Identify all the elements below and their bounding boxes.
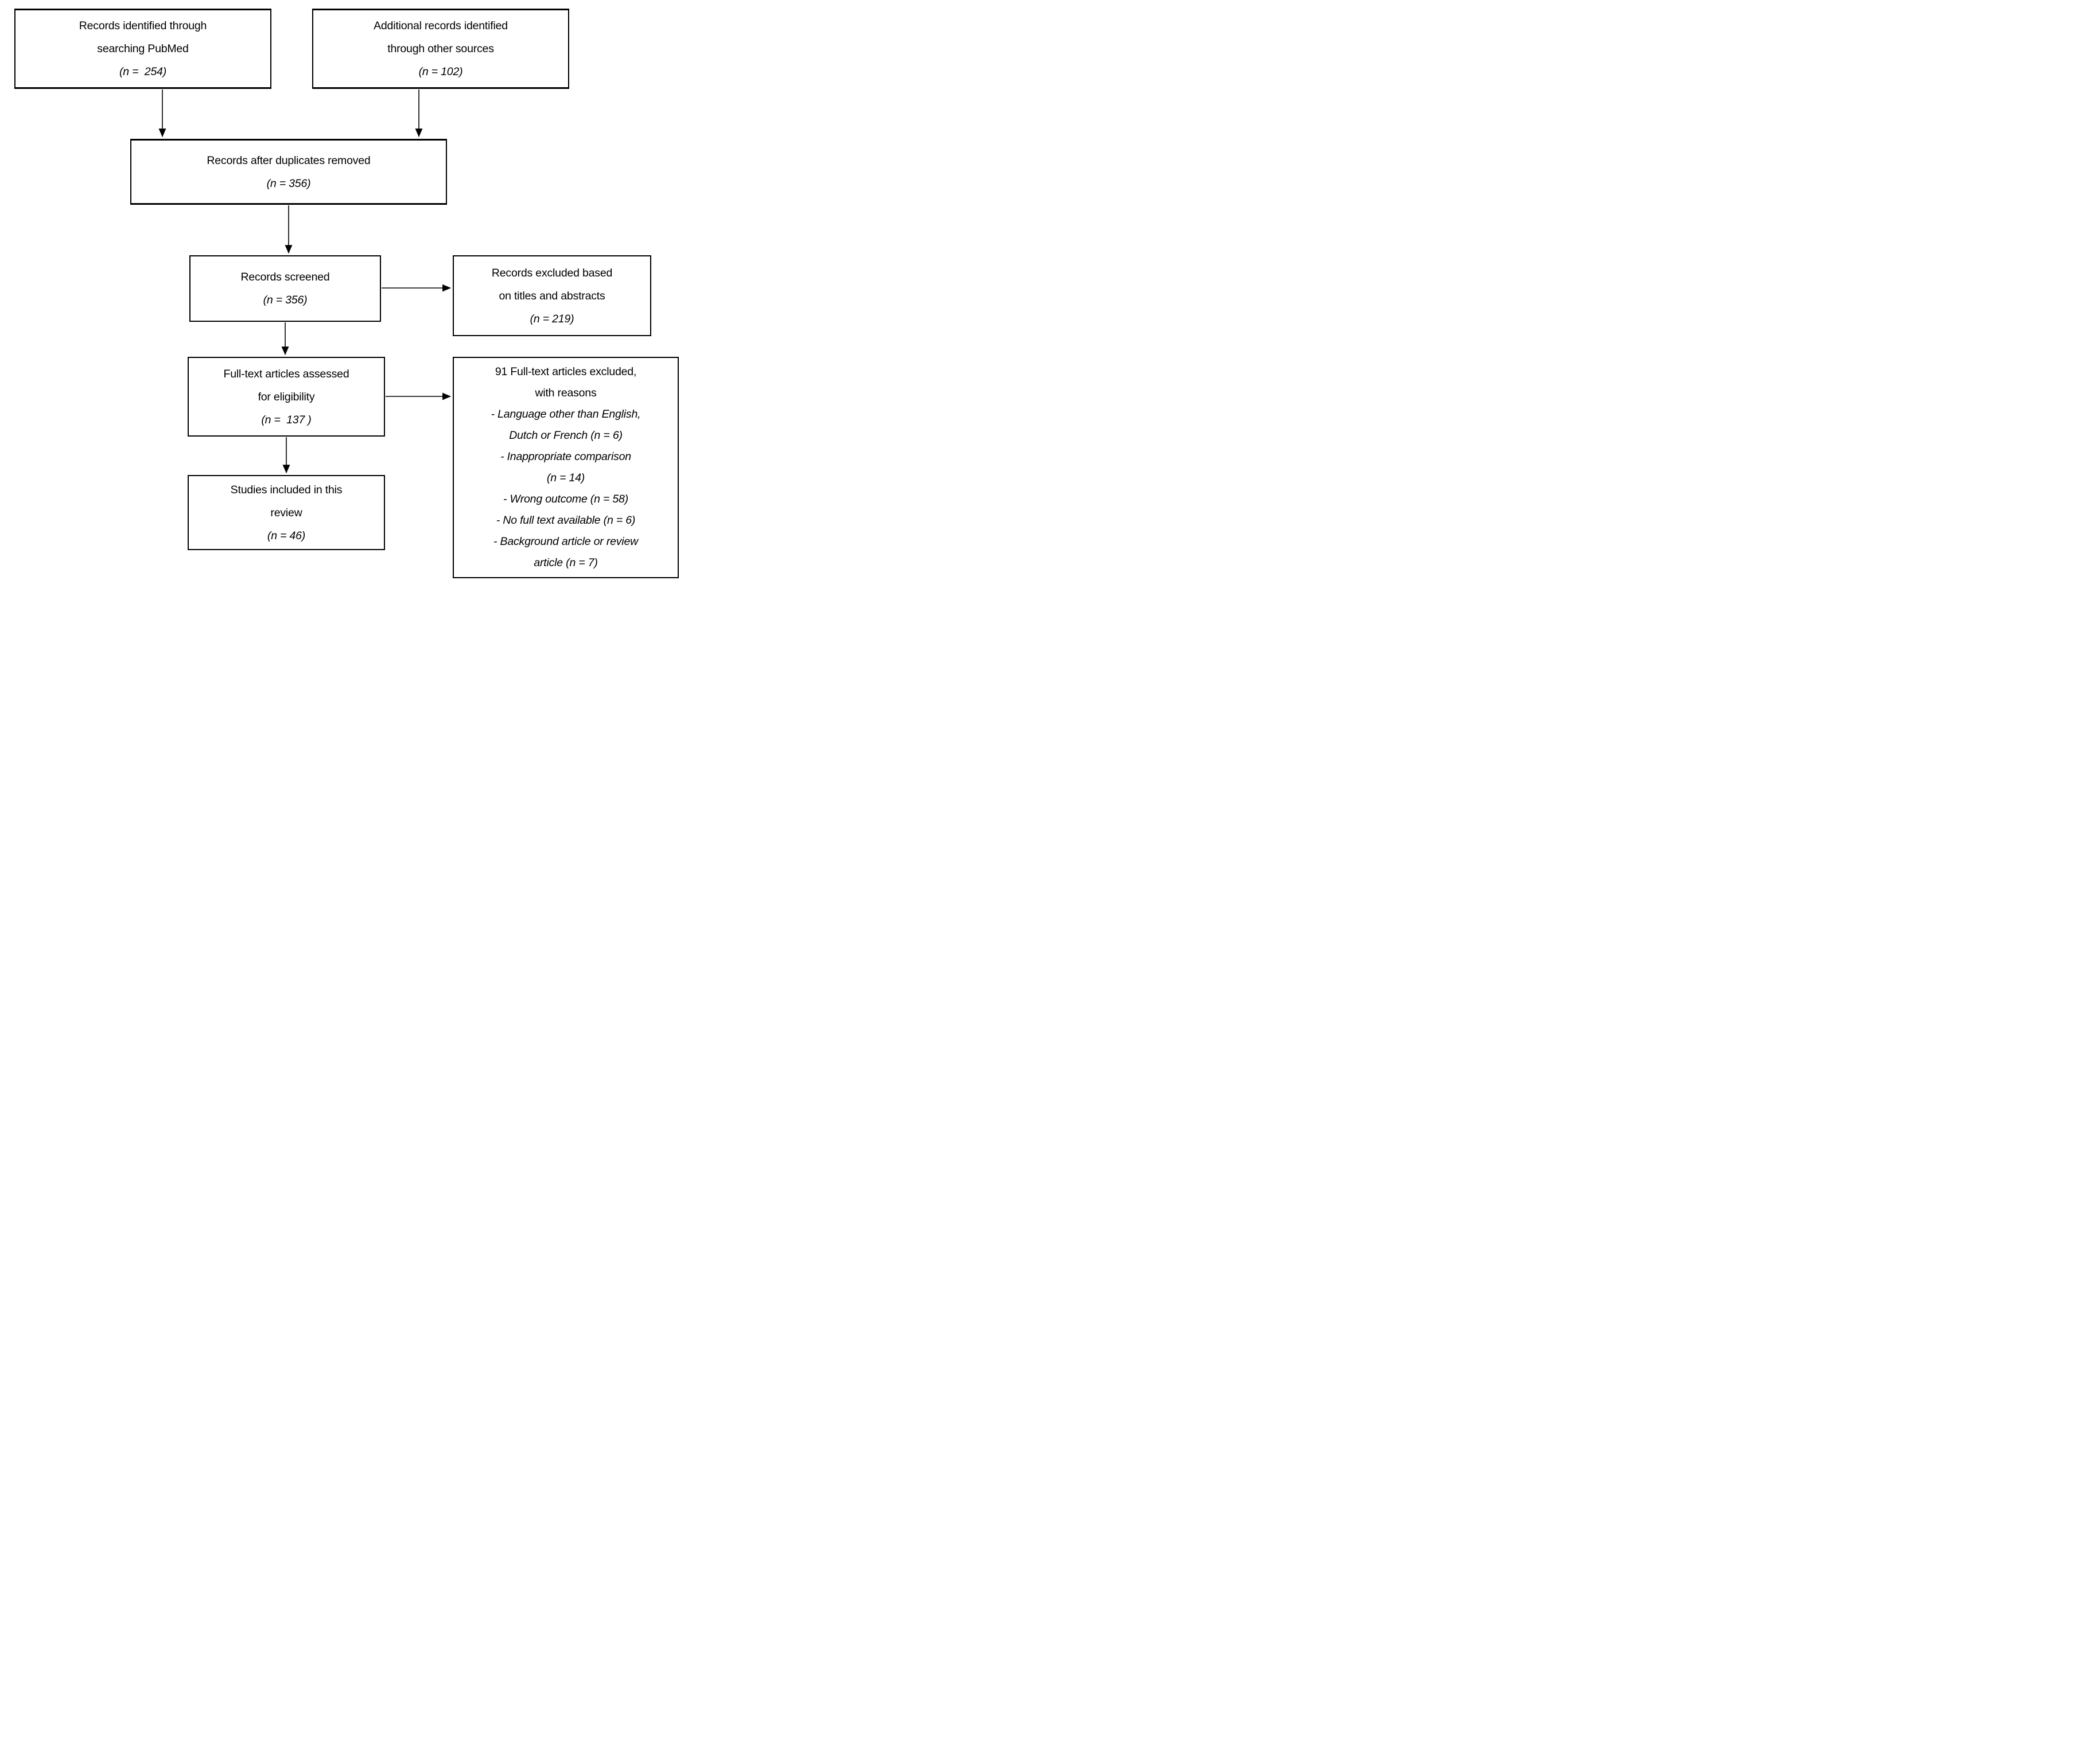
box-records-after-duplicates-removed: Records after duplicates removed (n = 35… bbox=[130, 139, 447, 205]
box-text-line: Additional records identified bbox=[374, 20, 508, 32]
box-text-line: Records identified through bbox=[79, 20, 207, 32]
box-text-line: review bbox=[270, 506, 302, 519]
box-text-line: on titles and abstracts bbox=[499, 289, 605, 302]
box-records-identified-pubmed: Records identified through searching Pub… bbox=[14, 9, 271, 89]
exclusion-reason-line: - No full text available (n = 6) bbox=[496, 514, 636, 527]
box-fulltext-articles-assessed: Full-text articles assessed for eligibil… bbox=[188, 357, 385, 437]
box-n-label: (n = 356) bbox=[266, 177, 311, 190]
box-n-label: (n = 356) bbox=[263, 294, 308, 306]
box-records-screened: Records screened (n = 356) bbox=[189, 255, 381, 322]
exclusion-reason-line: (n = 14) bbox=[546, 472, 585, 484]
box-text-line: Records screened bbox=[240, 271, 330, 283]
exclusion-reason-line: Dutch or French (n = 6) bbox=[509, 429, 623, 442]
exclusion-reason-line: - Language other than English, bbox=[491, 408, 641, 420]
exclusion-reason-line: - Wrong outcome (n = 58) bbox=[503, 493, 628, 505]
prisma-flow-diagram: Records identified through searching Pub… bbox=[0, 0, 692, 588]
exclusion-reason-line: - Background article or review bbox=[493, 535, 638, 548]
box-fulltext-articles-excluded-reasons: 91 Full-text articles excluded, with rea… bbox=[453, 357, 679, 578]
box-n-label: (n = 102) bbox=[418, 65, 463, 78]
box-n-label: (n = 137 ) bbox=[261, 413, 312, 426]
box-text-line: Studies included in this bbox=[230, 483, 343, 496]
box-studies-included-review: Studies included in this review (n = 46) bbox=[188, 475, 385, 550]
box-text-line: Records excluded based bbox=[491, 266, 613, 279]
box-n-label: (n = 46) bbox=[267, 529, 306, 542]
box-text-line: with reasons bbox=[535, 387, 597, 399]
box-text-line: 91 Full-text articles excluded, bbox=[495, 365, 637, 378]
box-records-excluded-titles-abstracts: Records excluded based on titles and abs… bbox=[453, 255, 651, 336]
box-text-line: through other sources bbox=[387, 42, 494, 55]
box-additional-records-other-sources: Additional records identified through ot… bbox=[312, 9, 569, 89]
box-n-label: (n = 219) bbox=[530, 312, 574, 325]
exclusion-reason-line: article (n = 7) bbox=[534, 556, 598, 569]
box-n-label: (n = 254) bbox=[119, 65, 166, 78]
box-text-line: for eligibility bbox=[258, 390, 315, 403]
box-text-line: Full-text articles assessed bbox=[223, 367, 349, 380]
box-text-line: Records after duplicates removed bbox=[207, 154, 371, 167]
box-text-line: searching PubMed bbox=[97, 42, 189, 55]
exclusion-reason-line: - Inappropriate comparison bbox=[500, 450, 631, 463]
